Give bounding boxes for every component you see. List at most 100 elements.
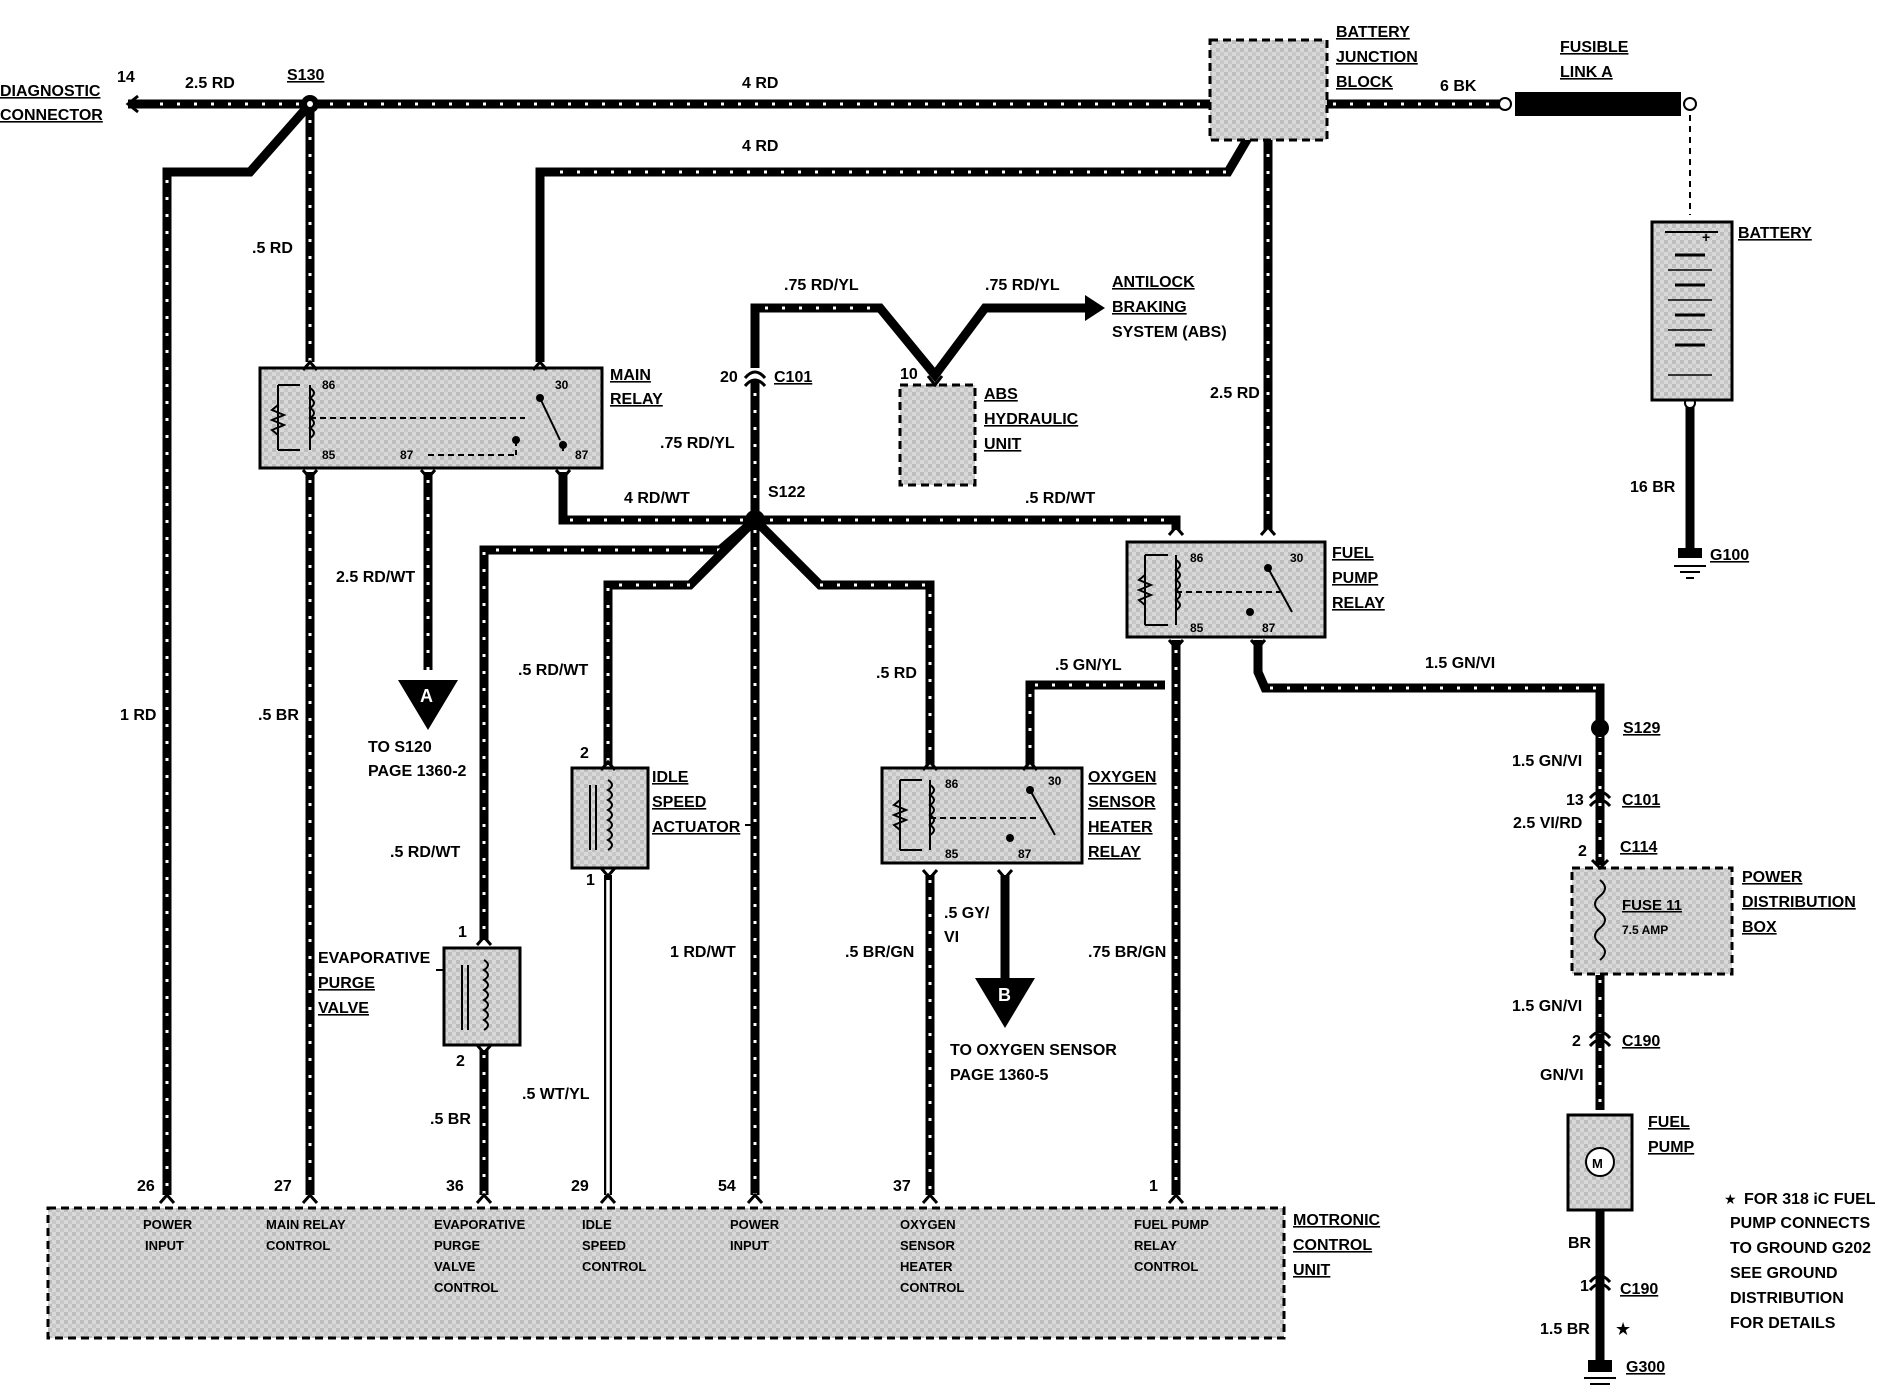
svg-text:+: + [1702, 229, 1710, 245]
svg-text:BOX: BOX [1742, 919, 1777, 936]
svg-text:2.5 VI/RD: 2.5 VI/RD [1513, 815, 1582, 832]
svg-text:S122: S122 [768, 484, 805, 501]
svg-text:1.5 BR: 1.5 BR [1540, 1321, 1590, 1338]
svg-text:.5 RD/WT: .5 RD/WT [390, 844, 460, 861]
svg-text:87: 87 [575, 448, 589, 462]
svg-text:PUMP: PUMP [1648, 1139, 1695, 1156]
svg-text:86: 86 [322, 378, 336, 392]
svg-text:PURGE: PURGE [318, 975, 375, 992]
idle-speed-actuator: 2 1 IDLE SPEED ACTUATOR [570, 745, 741, 889]
motronic-pin: 1 FUEL PUMP RELAY CONTROL [1134, 1178, 1209, 1274]
svg-text:PAGE 1360-5: PAGE 1360-5 [950, 1067, 1049, 1084]
svg-text:CONTROL: CONTROL [900, 1280, 964, 1295]
svg-text:VALVE: VALVE [434, 1259, 476, 1274]
svg-text:RELAY: RELAY [1332, 595, 1385, 612]
svg-text:2.5 RD/WT: 2.5 RD/WT [336, 569, 415, 586]
svg-text:86: 86 [1190, 551, 1204, 565]
svg-text:RELAY: RELAY [1134, 1238, 1177, 1253]
motronic-control-unit: MOTRONIC CONTROL UNIT [46, 1206, 1381, 1340]
svg-text:.75 RD/YL: .75 RD/YL [784, 277, 859, 294]
fusible-link: FUSIBLE LINK A [1515, 39, 1681, 116]
connector-c190-bottom: 1 C190 [1580, 1274, 1658, 1298]
svg-text:.5 RD/WT: .5 RD/WT [1025, 490, 1095, 507]
svg-text:OXYGEN: OXYGEN [900, 1217, 956, 1232]
note-star: ★ [1724, 1191, 1737, 1207]
svg-text:SYSTEM (ABS): SYSTEM (ABS) [1112, 324, 1227, 341]
svg-text:1: 1 [1580, 1278, 1589, 1295]
svg-text:ACTUATOR: ACTUATOR [652, 819, 741, 836]
wires [128, 99, 1695, 1360]
svg-text:1: 1 [458, 924, 467, 941]
fuel-pump: M FUEL PUMP G300 [1566, 1113, 1695, 1385]
svg-text:.5 RD: .5 RD [252, 240, 293, 257]
svg-text:SEE GROUND: SEE GROUND [1730, 1265, 1838, 1282]
svg-text:PURGE: PURGE [434, 1238, 481, 1253]
svg-text:CONTROL: CONTROL [1134, 1259, 1198, 1274]
svg-text:POWER: POWER [730, 1217, 780, 1232]
svg-text:.5 RD/WT: .5 RD/WT [518, 662, 588, 679]
wire-5rdwt-idle [603, 516, 759, 765]
svg-text:INPUT: INPUT [145, 1238, 184, 1253]
svg-text:LINK A: LINK A [1560, 64, 1613, 81]
svg-text:CONTROL: CONTROL [1293, 1237, 1372, 1254]
svg-text:1: 1 [586, 872, 595, 889]
svg-text:M: M [1592, 1156, 1603, 1171]
svg-text:ANTILOCK: ANTILOCK [1112, 274, 1195, 291]
svg-text:VI: VI [944, 929, 959, 946]
svg-text:UNIT: UNIT [984, 436, 1022, 453]
wire-15gnvi [1253, 640, 1605, 728]
svg-text:VALVE: VALVE [318, 1000, 369, 1017]
svg-text:.5 GN/YL: .5 GN/YL [1055, 657, 1122, 674]
motronic-pin: 37 OXYGEN SENSOR HEATER CONTROL [893, 1178, 964, 1295]
svg-text:.75 RD/YL: .75 RD/YL [660, 435, 735, 452]
wire-5rd-o2 [751, 516, 935, 765]
svg-text:FUSE 11: FUSE 11 [1622, 897, 1682, 914]
svg-text:87: 87 [400, 448, 414, 462]
svg-text:MOTRONIC: MOTRONIC [1293, 1212, 1381, 1229]
svg-text:87: 87 [1262, 621, 1276, 635]
svg-text:DISTRIBUTION: DISTRIBUTION [1742, 894, 1856, 911]
svg-text:.5 WT/YL: .5 WT/YL [522, 1086, 590, 1103]
svg-text:A: A [420, 686, 433, 706]
svg-text:1.5 GN/VI: 1.5 GN/VI [1425, 655, 1495, 672]
svg-text:.5 BR: .5 BR [430, 1111, 471, 1128]
svg-text:1.5 GN/VI: 1.5 GN/VI [1512, 998, 1582, 1015]
svg-text:RELAY: RELAY [610, 391, 663, 408]
svg-text:PUMP: PUMP [1332, 570, 1379, 587]
svg-text:POWER: POWER [1742, 869, 1803, 886]
svg-text:GN/VI: GN/VI [1540, 1067, 1584, 1084]
svg-text:.5 RD: .5 RD [876, 665, 917, 682]
svg-text:BATTERY: BATTERY [1738, 225, 1812, 242]
svg-text:2.5 RD: 2.5 RD [185, 75, 235, 92]
svg-text:FUEL: FUEL [1332, 545, 1374, 562]
motronic-pin: 36 EVAPORATIVE PURGE VALVE CONTROL [434, 1178, 526, 1295]
svg-text:1: 1 [1149, 1178, 1158, 1195]
wire-5gnyl [1025, 680, 1165, 765]
svg-text:.5 GY/: .5 GY/ [944, 905, 990, 922]
ground-g300: G300 [1626, 1359, 1665, 1376]
svg-text:SENSOR: SENSOR [900, 1238, 956, 1253]
motronic-pin: 26 POWER INPUT [137, 1178, 193, 1253]
svg-text:.75 BR/GN: .75 BR/GN [1088, 944, 1166, 961]
svg-text:SPEED: SPEED [582, 1238, 626, 1253]
svg-text:C114: C114 [1620, 839, 1657, 856]
svg-text:HEATER: HEATER [900, 1259, 953, 1274]
svg-text:EVAPORATIVE: EVAPORATIVE [318, 950, 431, 967]
svg-text:2: 2 [456, 1053, 465, 1070]
svg-text:BATTERY: BATTERY [1336, 24, 1410, 41]
svg-text:C190: C190 [1620, 1281, 1658, 1298]
svg-text:.5 BR: .5 BR [258, 707, 299, 724]
svg-text:4 RD: 4 RD [742, 138, 778, 155]
svg-text:85: 85 [322, 448, 336, 462]
svg-text:30: 30 [555, 378, 569, 392]
evap-purge-valve: 1 2 EVAPORATIVE PURGE VALVE [318, 924, 522, 1070]
svg-text:TO GROUND G202: TO GROUND G202 [1730, 1240, 1871, 1257]
svg-text:C101: C101 [774, 369, 812, 386]
footnote: ★ ★ FOR 318 iC FUEL PUMP CONNECTS TO GRO… [1615, 1191, 1876, 1339]
svg-text:26: 26 [137, 1178, 155, 1195]
svg-text:10: 10 [900, 366, 918, 383]
diagnostic-connector-line1: DIAGNOSTIC [0, 83, 101, 100]
svg-text:27: 27 [274, 1178, 292, 1195]
svg-text:FUSIBLE: FUSIBLE [1560, 39, 1629, 56]
inline-connectors: 20 C101 13 C101 2 C114 2 C190 1 C190 [720, 369, 1660, 1298]
